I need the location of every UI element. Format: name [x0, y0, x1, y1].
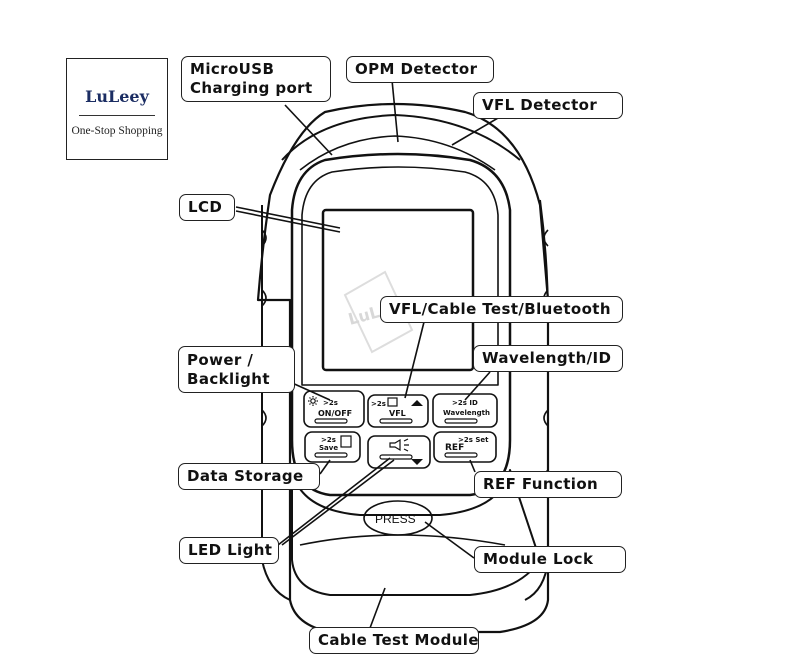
callout-vfl-detector: VFL Detector [473, 92, 623, 119]
save-disk-icon [340, 435, 352, 448]
callout-power-line2: Backlight [187, 370, 270, 388]
leader-data-storage [319, 459, 331, 475]
bluetooth-screen-icon [387, 397, 398, 407]
save-label: Save [319, 444, 338, 452]
leader-microusb [284, 104, 333, 156]
callout-power-line1: Power / [187, 351, 254, 369]
save-hint: >2s [321, 436, 336, 444]
leader-module-lock [424, 521, 475, 559]
leader-vfl-detector [451, 117, 499, 146]
wavelength-hint: >2s ID [452, 399, 478, 407]
callout-ref-function: REF Function [474, 471, 622, 498]
down-arrow-icon [411, 459, 423, 465]
leader-ref [469, 459, 476, 473]
wavelength-label: Wavelength [443, 409, 490, 417]
press-label: PRESS [375, 512, 416, 526]
callout-microusb-line2: Charging port [190, 79, 313, 97]
cable-test-module [291, 469, 541, 596]
logo-divider [79, 115, 155, 116]
device-outer-body [256, 102, 550, 634]
logo-name: LuLeey [85, 87, 149, 106]
leader-power [289, 381, 331, 401]
callout-microusb: MicroUSB Charging port [181, 56, 331, 102]
leader-led [277, 457, 395, 546]
callout-wavelength-id: Wavelength/ID [473, 345, 623, 372]
on-off-label: ON/OFF [318, 409, 352, 418]
lcd-screen [321, 208, 475, 372]
callout-cable-test-module: Cable Test Module [309, 627, 479, 654]
ref-button [433, 431, 497, 463]
flashlight-icon [389, 438, 409, 452]
callout-vfl-cable-bluetooth: VFL/Cable Test/Bluetooth [380, 296, 623, 323]
leader-vfl-cable [404, 321, 425, 399]
save-button [304, 431, 361, 463]
leader-lcd [235, 206, 341, 233]
brand-logo: LuLeey One-Stop Shopping [66, 58, 168, 160]
callout-opm-detector: OPM Detector [346, 56, 494, 83]
callout-power-backlight: Power / Backlight [178, 346, 295, 393]
ref-label: REF [445, 443, 464, 453]
callout-module-lock: Module Lock [474, 546, 626, 573]
up-arrow-icon [411, 400, 423, 406]
on-off-button [303, 390, 365, 428]
logo-tagline: One-Stop Shopping [71, 125, 163, 137]
vfl-hint: >2s [371, 400, 386, 408]
callout-microusb-line1: MicroUSB [190, 60, 275, 78]
callout-data-storage: Data Storage [178, 463, 320, 490]
ref-hint: >2s Set [458, 436, 489, 444]
press-oval [363, 500, 433, 536]
vfl-label: VFL [389, 409, 406, 418]
leader-wavelength [464, 371, 491, 401]
callout-led-light: LED Light [179, 537, 279, 564]
leader-opm [391, 79, 399, 143]
callout-lcd: LCD [179, 194, 235, 221]
sun-icon [310, 398, 316, 404]
leader-cable-module [369, 587, 386, 629]
on-off-hint: >2s [323, 399, 338, 407]
